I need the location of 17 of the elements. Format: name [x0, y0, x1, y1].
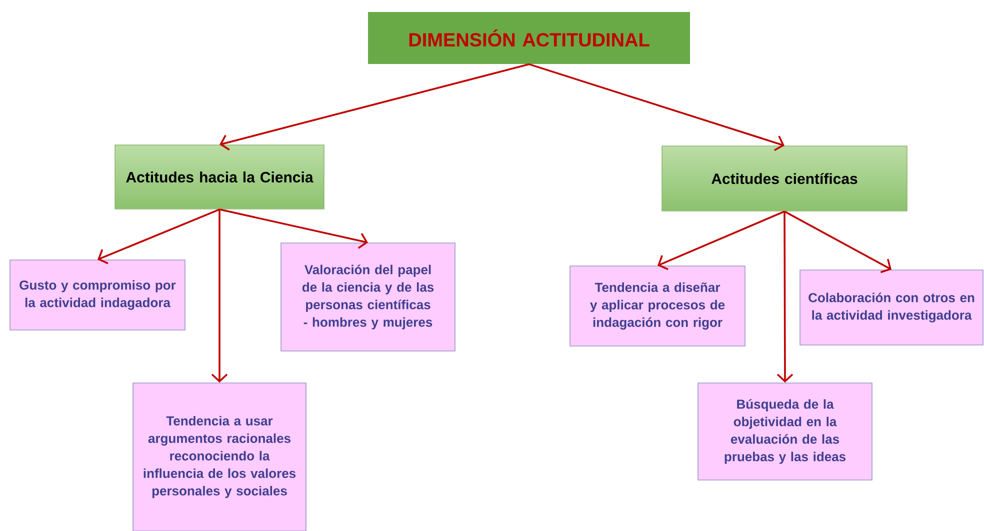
- attitude-box: Valoración del papel de la ciencia y de las personas científicas - hombres y mujeres: [280, 242, 456, 352]
- arrow: [220, 63, 530, 151]
- arrow: [528, 63, 784, 152]
- attitude-box: Tendencia a diseñar y aplicar procesos de indagación con rigor: [570, 266, 746, 346]
- arrow: [784, 210, 892, 274]
- arrow: [211, 209, 228, 383]
- title-box: DIMENSIÓN ACTITUDINAL: [368, 12, 690, 64]
- attitude-box: Tendencia a usar argumentos racionales reconociendo la influencia de los valores personales y sociales: [132, 382, 306, 531]
- attitude-box: Búsqueda de la objetividad en la evaluación de las pruebas y las ideas: [698, 382, 872, 480]
- arrow: [219, 208, 368, 249]
- attitude-box: Colaboración con otros en la actividad investigadora: [800, 270, 984, 346]
- arrow: [658, 210, 785, 270]
- attitude-box: Gusto y compromiso por la actividad indagadora: [10, 260, 186, 330]
- arrow: [98, 208, 220, 264]
- category-box: Actitudes científicas: [662, 146, 908, 212]
- arrow: [776, 211, 794, 383]
- category-box: Actitudes hacia la Ciencia: [114, 144, 324, 210]
